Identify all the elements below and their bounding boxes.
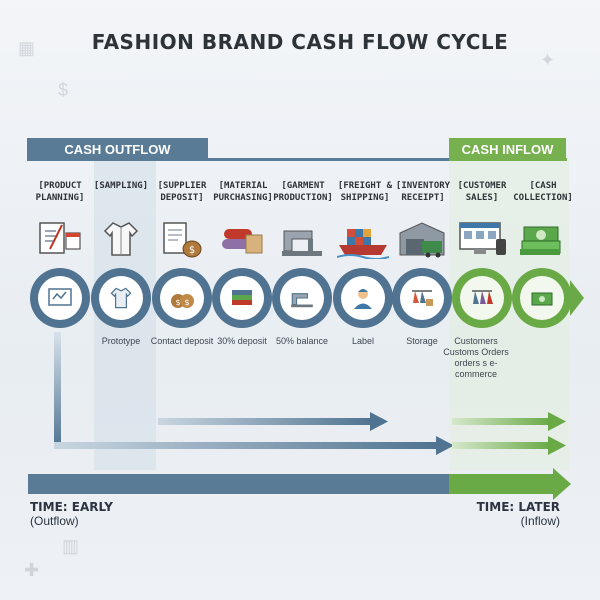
chart-deco-icon: ▥ (62, 536, 80, 556)
sub-label-freight-shipping: Label (351, 336, 375, 346)
cargo-ship-icon (333, 218, 393, 260)
tshirt-deco-icon: ✚ (24, 560, 40, 580)
stage-label-freight-shipping: [FREIGHT & SHIPPING] (337, 181, 393, 203)
timeline-arrow-tip (553, 468, 571, 500)
time-later-label: TIME: LATER (476, 500, 560, 514)
stage-label-garment-production: [GARMENT PRODUCTION] (273, 181, 333, 203)
shirt-deco-icon: ✦ (540, 50, 556, 70)
time-early-label: TIME: EARLY (30, 500, 113, 514)
inflow-band-line (449, 158, 567, 161)
stage-label-customer-sales: [CUSTOMER SALES] (457, 181, 507, 203)
arrow-outflow-upper (158, 412, 388, 431)
clipboard-deco-icon: ▦ (18, 38, 36, 58)
time-later: TIME: LATER (Inflow) (477, 500, 560, 528)
node-sampling (91, 268, 151, 328)
stage-label-product-planning: [PRODUCT PLANNING] (35, 181, 85, 203)
shirt-icon (91, 218, 151, 260)
diagram-title: FASHION BRAND CASH FLOW CYCLE (91, 30, 509, 54)
sketchbook-icon (30, 218, 90, 260)
warehouse-icon (392, 218, 452, 260)
cash-stack-icon (512, 218, 572, 260)
arrow-outflow-lower (54, 332, 454, 455)
sub-label-inventory-receipt: Storage (406, 336, 438, 346)
timeline-outflow-bar (28, 474, 449, 494)
node-inventory-receipt (392, 268, 452, 328)
shirt-node-icon (99, 276, 143, 320)
sketch-board-icon (38, 276, 82, 320)
ecommerce-screen-icon (452, 218, 512, 260)
stage-label-inventory-receipt: [INVENTORY RECEIPT] (395, 181, 451, 203)
outflow-band-line (27, 158, 450, 161)
sub-label-supplier-deposit: Contact deposit (150, 336, 214, 346)
fabric-rolls-icon (212, 218, 272, 260)
clothes-rack-icon (400, 276, 444, 320)
sewing-machine-node-icon (280, 276, 324, 320)
cash-register-icon (520, 276, 564, 320)
time-early: TIME: EARLY (Outflow) (30, 500, 113, 528)
arrow-inflow-lower (452, 436, 566, 455)
stage-label-material-purchasing: [MATERIAL PURCHASING] (213, 181, 273, 203)
contract-moneybag-icon: $ (152, 218, 212, 260)
sewing-machine-icon (272, 218, 332, 260)
worker-icon (341, 276, 385, 320)
sub-label-customer-sales: Customers Customs Orders orders s e-comm… (443, 336, 509, 379)
node-cash-collection (512, 268, 572, 328)
cash-outflow-band: CASH OUTFLOW (27, 138, 208, 160)
sub-label-sampling: Prototype (101, 336, 141, 346)
inflow-arrow-tip (570, 280, 584, 316)
money-bags-icon: $$ (160, 276, 204, 320)
garment-rack-icon (460, 276, 504, 320)
stage-label-sampling: [SAMPLING] (93, 181, 149, 191)
node-material-purchasing (212, 268, 272, 328)
node-supplier-deposit: $$ (152, 268, 212, 328)
stage-label-supplier-deposit: [SUPPLIER DEPOSIT] (157, 181, 207, 203)
cash-inflow-band: CASH INFLOW (449, 138, 566, 160)
node-customer-sales (452, 268, 512, 328)
sub-label-material-purchasing: 30% deposit (217, 336, 267, 346)
time-early-sub: (Outflow) (30, 514, 79, 528)
fabric-stack-icon (220, 276, 264, 320)
money-deco-icon: $ (58, 80, 69, 100)
sub-label-garment-production: 50% balance (275, 336, 329, 346)
arrow-inflow-upper (452, 412, 566, 431)
node-product-planning (30, 268, 90, 328)
time-later-sub: (Inflow) (520, 514, 560, 528)
node-freight-shipping (333, 268, 393, 328)
node-garment-production (272, 268, 332, 328)
svg-text:$: $ (184, 298, 189, 307)
svg-text:$: $ (189, 245, 195, 256)
timeline-inflow-bar (449, 474, 555, 494)
stage-label-cash-collection: [CASH COLLECTION] (513, 181, 573, 203)
svg-text:$: $ (175, 298, 180, 307)
